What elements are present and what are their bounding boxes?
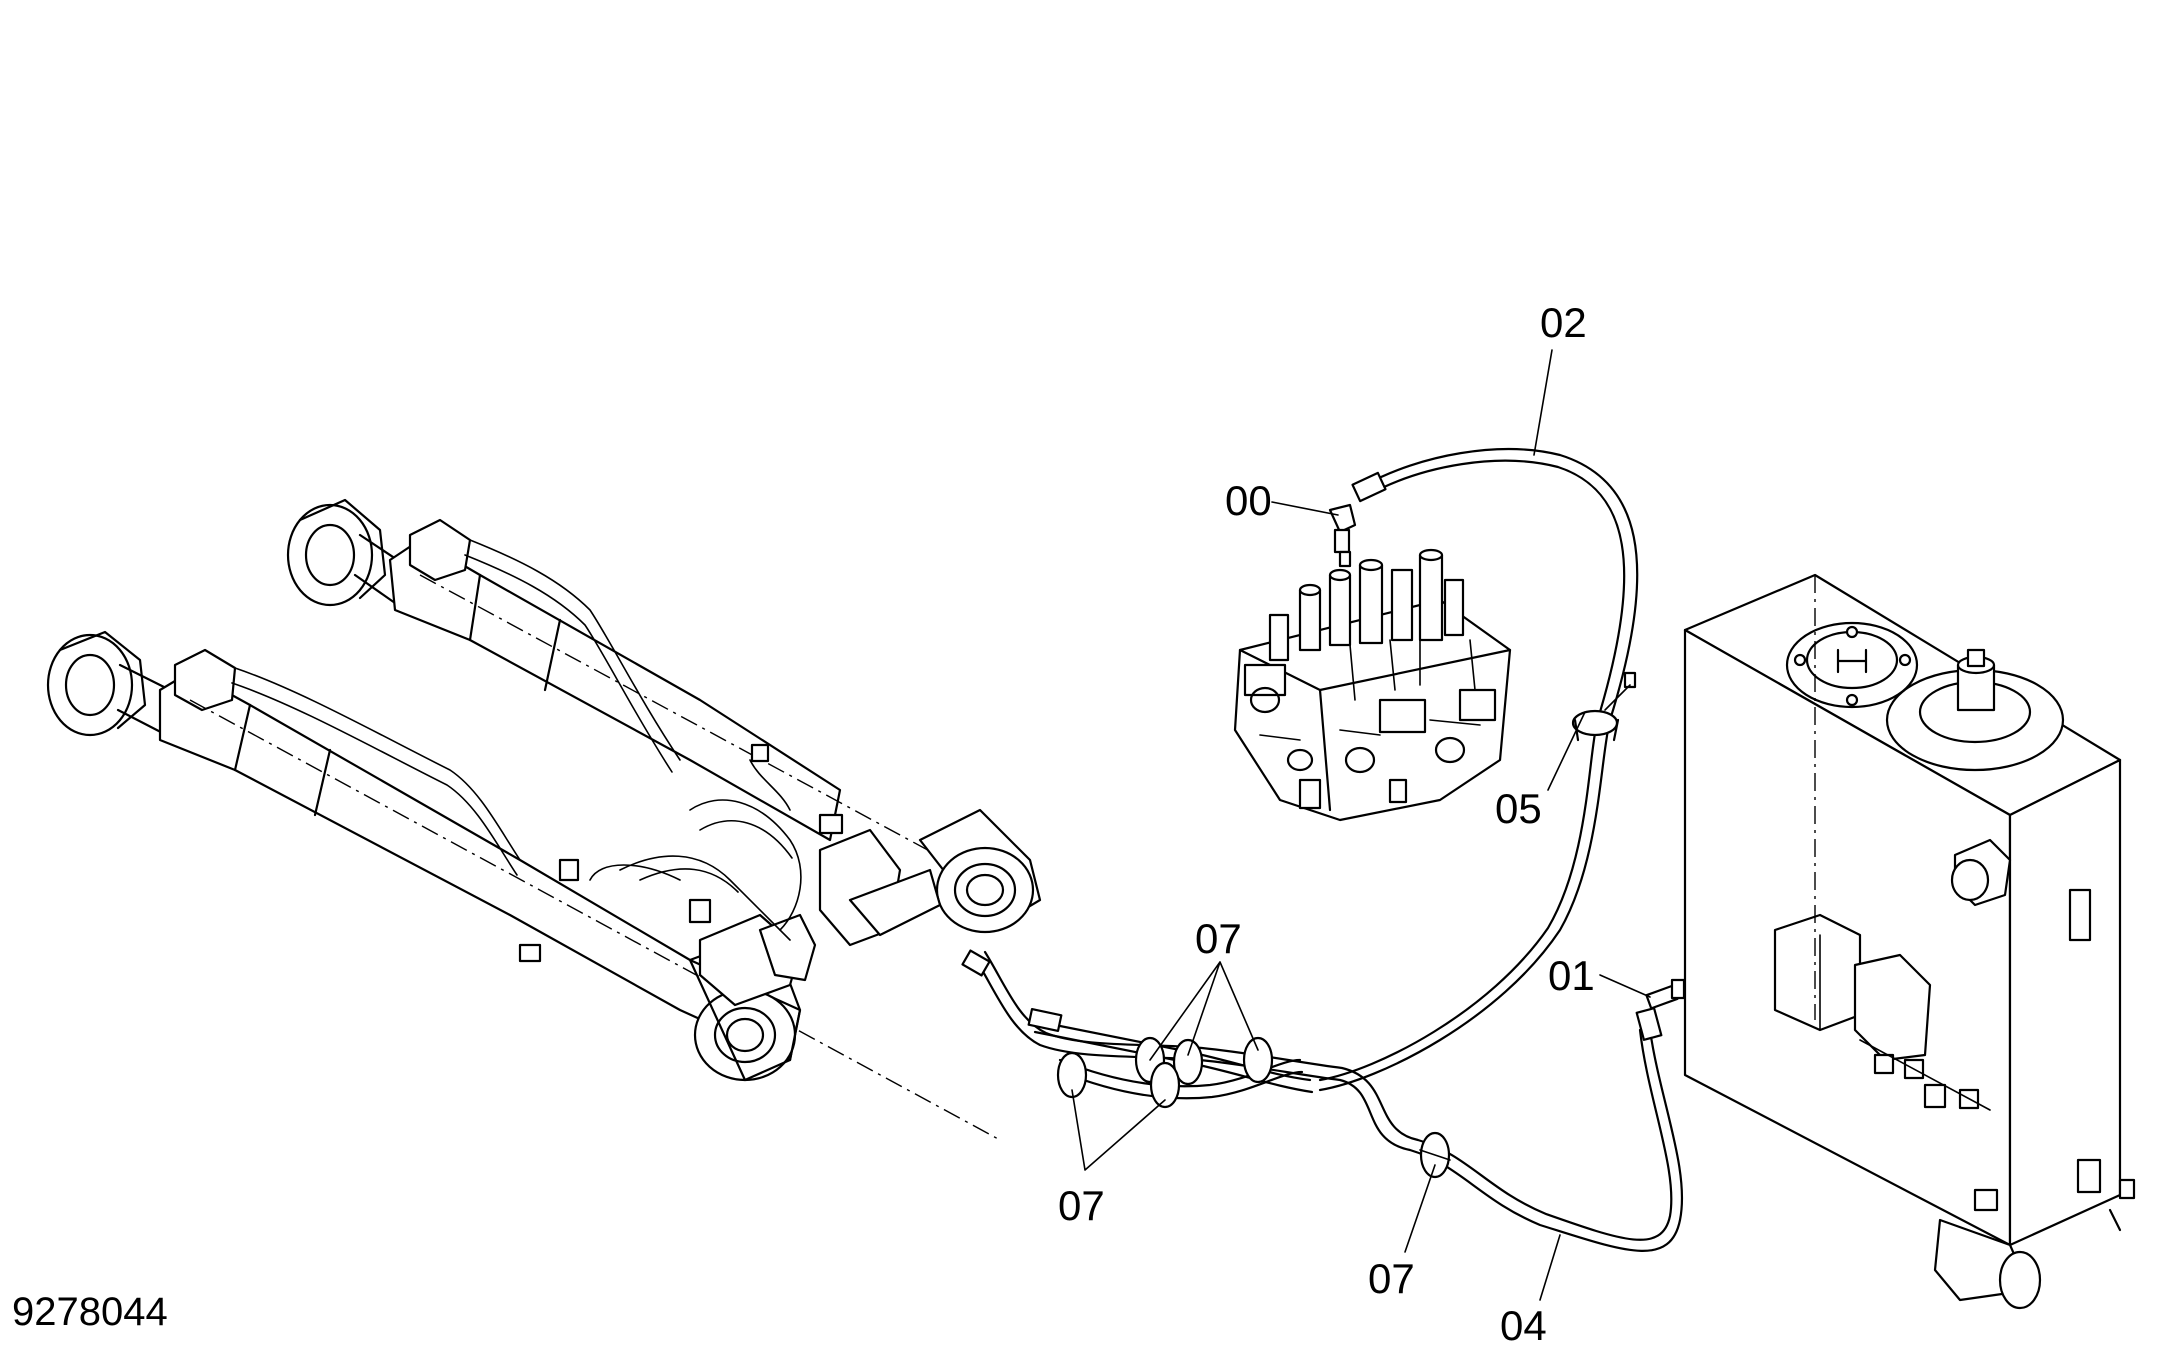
callout-00: 00 [1225,477,1272,524]
callout-04: 04 [1500,1302,1547,1345]
callout-07-top: 07 [1195,915,1242,962]
clamp-05 [1571,671,1637,742]
callout-02: 02 [1540,299,1587,346]
fitting-00 [1328,503,1357,568]
control-valve [1233,548,1512,822]
figure-number: 9278044 [12,1290,168,1334]
fitting-01 [1645,978,1686,1010]
leader-lines [1071,349,1651,1301]
cylinder-valve-piping [518,743,942,1007]
boom-cylinder-upper-rod-end [918,808,1042,934]
callout-07-bottom: 07 [1368,1255,1415,1302]
callout-01: 01 [1548,952,1595,999]
hydraulic-tank [1683,573,2136,1310]
boom-cylinder-lower [46,630,1001,1141]
callout-05: 05 [1495,785,1542,832]
boom-cylinder-upper [286,498,1021,901]
clamps-07 [1056,1036,1451,1179]
callout-07-left: 07 [1058,1182,1105,1229]
